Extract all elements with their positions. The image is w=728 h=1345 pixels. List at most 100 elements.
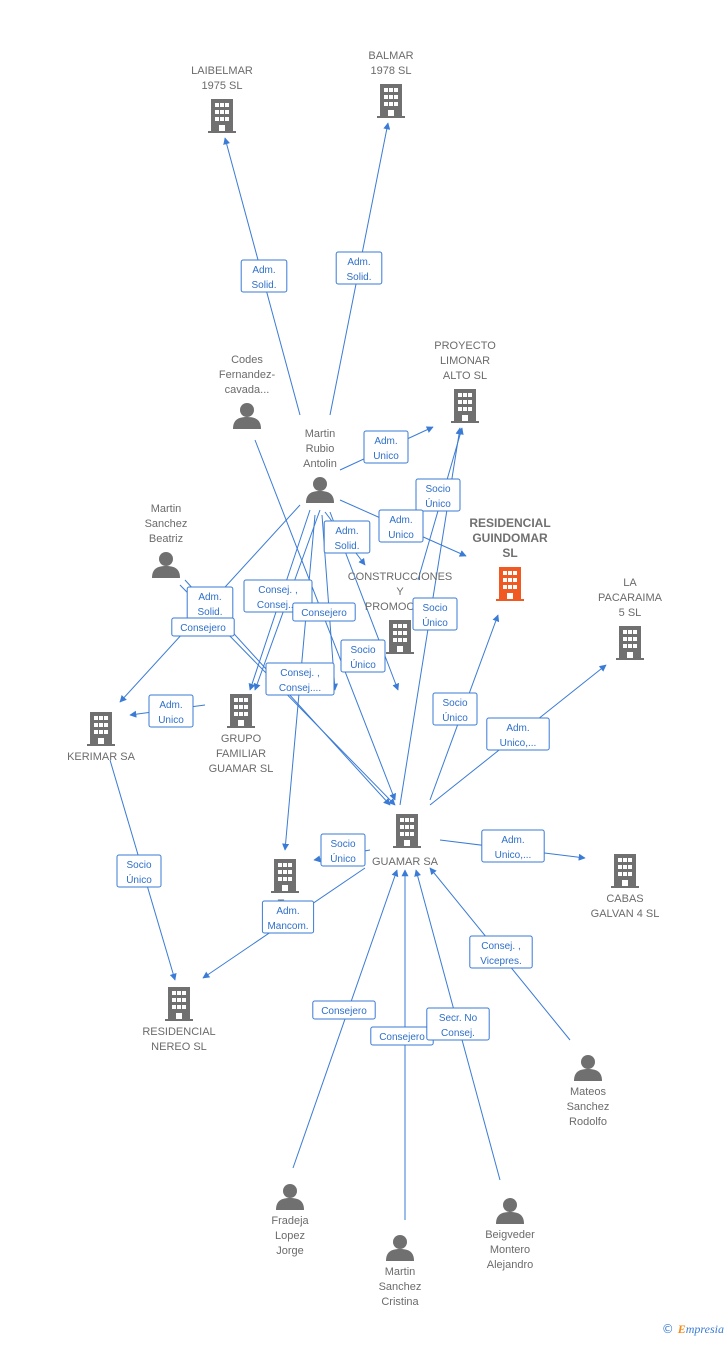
building-icon — [496, 567, 524, 601]
node-label: CABAS — [606, 893, 643, 905]
edge-label-text: Adm. — [347, 257, 370, 268]
building-icon — [208, 99, 236, 133]
edge-label-text: Único — [330, 852, 356, 865]
edge-label-text: Solid. — [197, 607, 222, 618]
copyright-icon: © — [661, 1322, 674, 1336]
edge-label-text: Vicepres. — [480, 956, 522, 967]
edge-label-text: Consejero — [301, 608, 347, 619]
building-icon — [87, 712, 115, 746]
node-label: FAMILIAR — [216, 748, 266, 760]
edge-label[interactable]: Adm.Solid. — [335, 251, 383, 285]
node-label: CONSTRUCCIONES — [348, 571, 453, 583]
node-label: SL — [502, 546, 517, 560]
edge-label-text: Socio — [442, 698, 467, 709]
node-label: 5 SL — [619, 607, 642, 619]
person-icon — [496, 1198, 524, 1224]
edge-label-text: Solid. — [251, 280, 276, 291]
node-label: GRUPO — [221, 733, 262, 745]
edge-label-text: Consej. , — [258, 585, 297, 596]
edge-label-text: Socio — [126, 860, 151, 871]
person-icon — [306, 477, 334, 503]
edge-label-text: Adm. — [506, 723, 529, 734]
edge-label-text: Mancom. — [267, 921, 308, 932]
edge-label[interactable]: Adm. Mancom. — [261, 900, 315, 934]
node-label: Fradeja — [271, 1215, 309, 1227]
edge-label-text: Socio — [330, 839, 355, 850]
edge-label[interactable]: Adm.Solid. — [323, 520, 371, 554]
edge-label-text: Único — [425, 497, 451, 510]
node-label: Montero — [490, 1244, 530, 1256]
node-label: Martin — [305, 428, 336, 440]
person-node-codes[interactable]: CodesFernandez-cavada... — [219, 354, 276, 429]
building-icon — [611, 854, 639, 888]
edge-label-text: Único — [350, 658, 376, 671]
person-icon — [233, 403, 261, 429]
edge-label-text: Consej. , — [280, 668, 319, 679]
edge-label-text: Unico — [158, 715, 184, 726]
edge-label-text: Socio — [350, 645, 375, 656]
company-node-guamar[interactable]: GUAMAR SA — [372, 814, 439, 868]
edge-label[interactable]: Adm. Solid. — [240, 259, 288, 293]
node-label: Alejandro — [487, 1259, 533, 1271]
node-label: PROYECTO — [434, 340, 496, 352]
edge-label[interactable]: Adm.Unico — [148, 694, 194, 728]
edge-label[interactable]: Consejero — [171, 617, 235, 637]
person-icon — [152, 552, 180, 578]
edge-label[interactable]: Consejero — [292, 602, 356, 622]
edge-label-text: Adm. — [252, 265, 275, 276]
edge-label-text: Unico,... — [500, 738, 537, 749]
edge-label-text: Único — [126, 873, 152, 886]
edge-label-text: Adm. — [374, 436, 397, 447]
person-icon — [386, 1235, 414, 1261]
node-label: Fernandez- — [219, 369, 276, 381]
edge-label-text: Adm. — [276, 906, 299, 917]
node-label: Y — [396, 586, 404, 598]
node-label: Martin — [151, 503, 182, 515]
edge-label[interactable]: Adm.Unico — [378, 509, 424, 543]
node-label: Antolin — [303, 458, 337, 470]
building-icon — [165, 987, 193, 1021]
edge-label-text: Único — [422, 616, 448, 629]
edge-label-text: Unico,... — [495, 850, 532, 861]
node-label: LA — [623, 577, 637, 589]
edge-label[interactable]: Adm.Unico — [363, 430, 409, 464]
node-label: 1978 SL — [371, 65, 412, 77]
edge-label[interactable]: Consejero — [312, 1000, 376, 1020]
node-label: Sanchez — [567, 1101, 610, 1113]
edge-label[interactable]: Adm. Unico,... — [486, 717, 550, 751]
edge-label-text: Secr. No — [439, 1013, 478, 1024]
edge-label-text: Adm. — [501, 835, 524, 846]
empresia-brand[interactable]: ©Empresia — [662, 1322, 724, 1337]
edge-label[interactable]: Consejero — [370, 1026, 434, 1046]
edge-label[interactable]: Consej. ,Consej.... — [265, 662, 335, 696]
edge-label[interactable]: Adm. Unico,... — [481, 829, 545, 863]
company-node-kerimar[interactable]: KERIMAR SA — [67, 712, 136, 763]
edge-label-text: Adm. — [198, 592, 221, 603]
edge-label[interactable]: Adm. Solid. — [186, 586, 234, 620]
edge-label[interactable]: Consej. ,Vicepres. — [469, 935, 533, 969]
brand-name: mpresia — [685, 1322, 724, 1336]
